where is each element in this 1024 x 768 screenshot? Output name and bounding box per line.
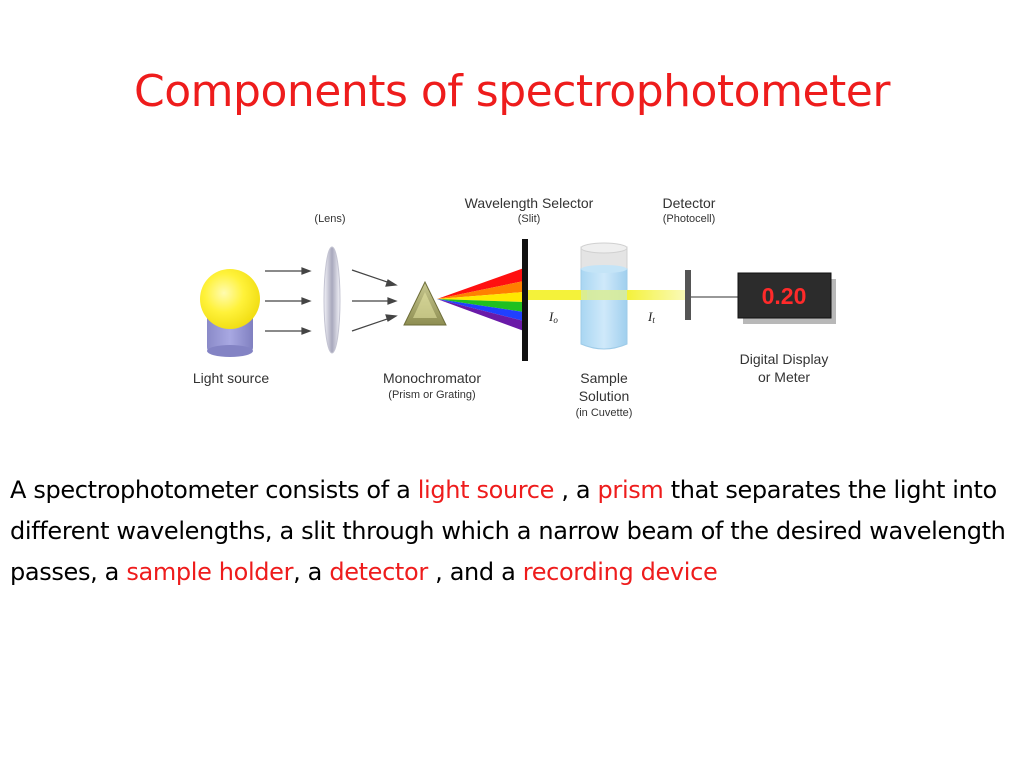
lens-icon	[323, 246, 341, 354]
slit-label: (Slit)	[518, 213, 541, 225]
highlight-light-source: light source	[417, 476, 555, 504]
prism-or-grating-label: (Prism or Grating)	[388, 389, 475, 401]
display-label-line2: or Meter	[758, 369, 810, 385]
wavelength-selector-label: Wavelength Selector	[465, 195, 594, 211]
beam-through-sample	[581, 290, 627, 300]
spectrum-violet	[437, 299, 524, 331]
display-screen	[737, 272, 832, 319]
light-source-label: Light source	[193, 370, 269, 386]
transmitted-intensity-label: It	[647, 309, 655, 325]
slide-title: Components of spectrophotometer	[134, 66, 890, 117]
photocell-label: (Photocell)	[663, 213, 716, 225]
display-reading: 0.20	[762, 283, 807, 309]
display-label-line1: Digital Display	[740, 351, 829, 367]
incident-intensity-label: Io	[548, 309, 558, 325]
highlight-recording-device: recording device	[522, 558, 718, 586]
incident-beam	[527, 290, 587, 300]
description-paragraph: A spectrophotometer consists of a light …	[10, 476, 1006, 586]
digital-display: 0.20	[737, 272, 836, 324]
highlight-detector: detector	[329, 558, 428, 586]
slit-icon	[522, 239, 528, 361]
cuvette-label: (in Cuvette)	[576, 407, 633, 419]
highlight-prism: prism	[597, 476, 664, 504]
monochromator-label: Monochromator	[383, 370, 481, 386]
lens-to-prism-arrows	[351, 269, 398, 332]
bulb-base-bottom	[207, 345, 253, 357]
source-to-lens-arrows	[265, 267, 312, 335]
sample-label-line2: Solution	[579, 388, 630, 404]
highlight-sample-holder: sample holder	[126, 558, 294, 586]
cuvette	[580, 242, 628, 350]
sample-solution	[580, 268, 628, 350]
prism-highlight	[413, 292, 437, 318]
spectrum-red	[437, 268, 524, 299]
lens-label: (Lens)	[314, 213, 345, 225]
detector-icon	[685, 270, 691, 320]
transmitted-beam	[627, 290, 685, 300]
bulb-icon	[200, 269, 260, 329]
spectrum-fan	[437, 268, 524, 331]
spectrum-orange	[437, 281, 524, 299]
detector-label: Detector	[663, 195, 716, 211]
light-source	[200, 269, 260, 357]
sample-label-line1: Sample	[580, 370, 628, 386]
spectrum-yellow	[437, 292, 524, 302]
